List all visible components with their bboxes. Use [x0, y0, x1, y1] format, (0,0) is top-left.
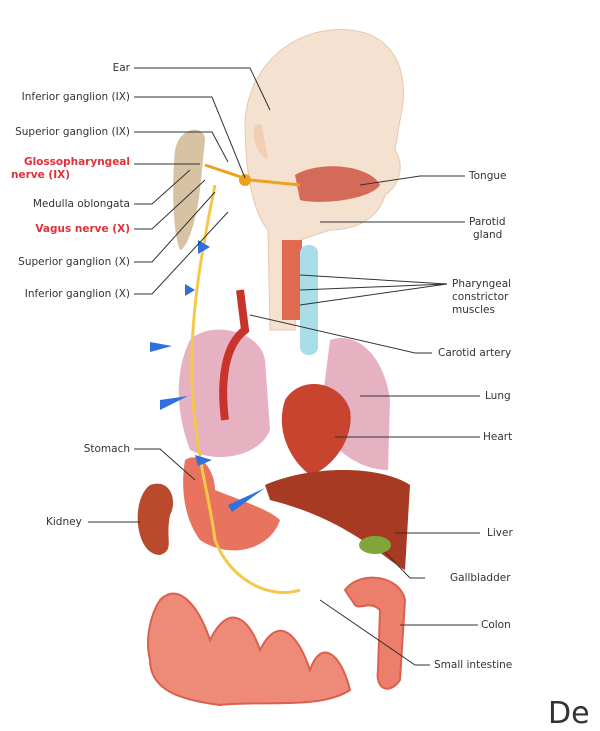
- colon: [343, 576, 407, 690]
- label-colon: Colon: [481, 619, 511, 631]
- leader-lines: [88, 67, 480, 666]
- label-glossopharyngeal-line2: nerve (IX): [11, 169, 70, 181]
- label-small-intestine: Small intestine: [434, 659, 513, 671]
- label-gallbladder: Gallbladder: [450, 572, 511, 584]
- label-pharyngeal-line3: muscles: [452, 304, 495, 316]
- kidney: [137, 483, 174, 555]
- skull-bone: [173, 129, 205, 250]
- label-vagus: Vagus nerve (X): [35, 223, 130, 235]
- label-parotid-line1: Parotid: [469, 216, 506, 228]
- small-intestine: [147, 592, 352, 707]
- trachea: [300, 245, 318, 355]
- label-glossopharyngeal-line1: Glossopharyngeal: [23, 156, 130, 168]
- label-inferior-ganglion-ix: Inferior ganglion (IX): [21, 91, 130, 103]
- label-carotid: Carotid artery: [438, 347, 512, 359]
- label-ear: Ear: [112, 62, 130, 74]
- label-stomach: Stomach: [83, 443, 130, 455]
- tongue: [295, 166, 380, 202]
- ear: [253, 124, 268, 160]
- ganglion: [239, 174, 251, 186]
- blue-arrows: [150, 240, 265, 512]
- label-pharyngeal-line1: Pharyngeal: [452, 278, 512, 290]
- corner-text: De: [548, 696, 590, 731]
- label-liver: Liver: [487, 527, 513, 539]
- pharynx: [282, 240, 302, 320]
- label-superior-ganglion-x: Superior ganglion (X): [18, 256, 130, 268]
- label-heart: Heart: [483, 431, 513, 443]
- label-parotid-line2: gland: [473, 229, 503, 241]
- label-inferior-ganglion-x: Inferior ganglion (X): [24, 288, 130, 300]
- carotid-artery: [219, 289, 250, 421]
- label-medulla: Medulla oblongata: [32, 198, 130, 210]
- heart: [281, 383, 351, 475]
- gallbladder: [359, 536, 391, 554]
- label-kidney: Kidney: [46, 516, 82, 528]
- label-tongue: Tongue: [469, 170, 507, 182]
- label-lung: Lung: [485, 390, 511, 402]
- label-pharyngeal-line2: constrictor: [452, 291, 509, 303]
- label-superior-ganglion-ix: Superior ganglion (IX): [15, 126, 130, 138]
